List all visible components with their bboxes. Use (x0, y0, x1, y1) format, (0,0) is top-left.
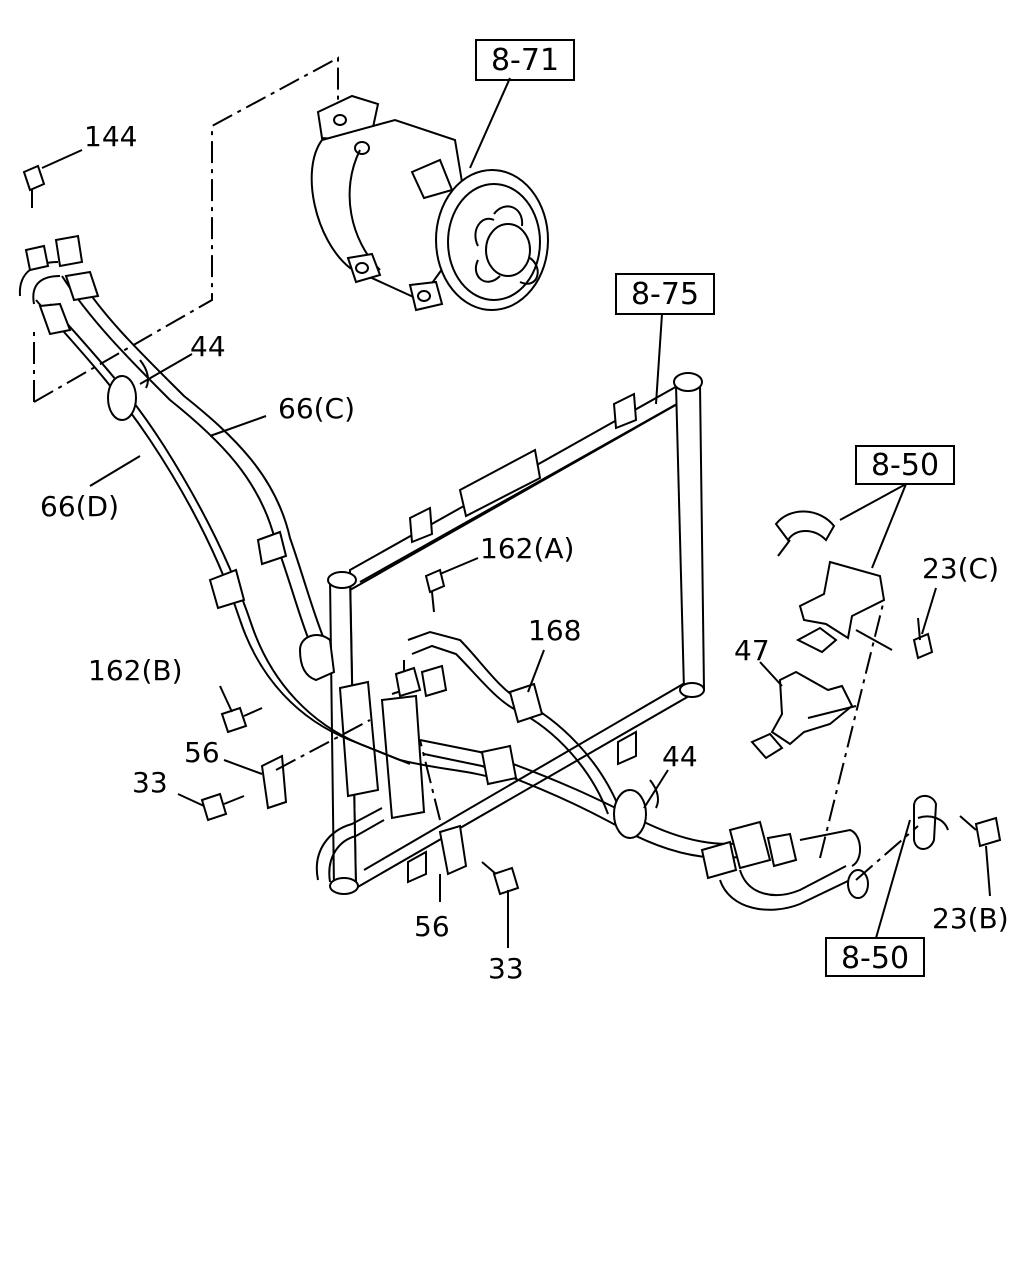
phantom-lines (33, 56, 919, 881)
callout-23c: 23(C) (922, 552, 999, 585)
hose-assembly (18, 234, 869, 911)
ref-8-71-label: 8-71 (491, 43, 559, 78)
bolt-drawings (22, 164, 1002, 896)
callout-44-lower: 44 (662, 740, 698, 773)
callout-168: 168 (528, 614, 581, 647)
callout-56-lower: 56 (414, 910, 450, 943)
callout-33-lower: 33 (488, 952, 524, 985)
callout-47: 47 (734, 634, 770, 667)
callout-33-left: 33 (132, 766, 168, 799)
ref-box-8-71: 8-71 (475, 39, 575, 81)
ref-box-8-50-upper: 8-50 (855, 445, 955, 485)
ref-8-50-lower-label: 8-50 (841, 941, 909, 976)
bracket-drawings (750, 510, 949, 850)
compressor-drawing (310, 94, 549, 312)
callout-56-upper: 56 (184, 736, 220, 769)
leader-lines (41, 77, 991, 948)
ref-8-50-upper-label: 8-50 (871, 448, 939, 483)
ref-box-8-50-lower: 8-50 (825, 937, 925, 977)
callout-144: 144 (84, 120, 137, 153)
callout-23b: 23(B) (932, 902, 1009, 935)
callout-162a: 162(A) (480, 532, 574, 565)
ref-box-8-75: 8-75 (615, 273, 715, 315)
callout-66d: 66(D) (40, 490, 119, 523)
condenser-drawing (315, 372, 706, 895)
callout-162b: 162(B) (88, 654, 183, 687)
callout-66c: 66(C) (278, 392, 355, 425)
ref-8-75-label: 8-75 (631, 277, 699, 312)
callout-44-upper: 44 (190, 330, 226, 363)
